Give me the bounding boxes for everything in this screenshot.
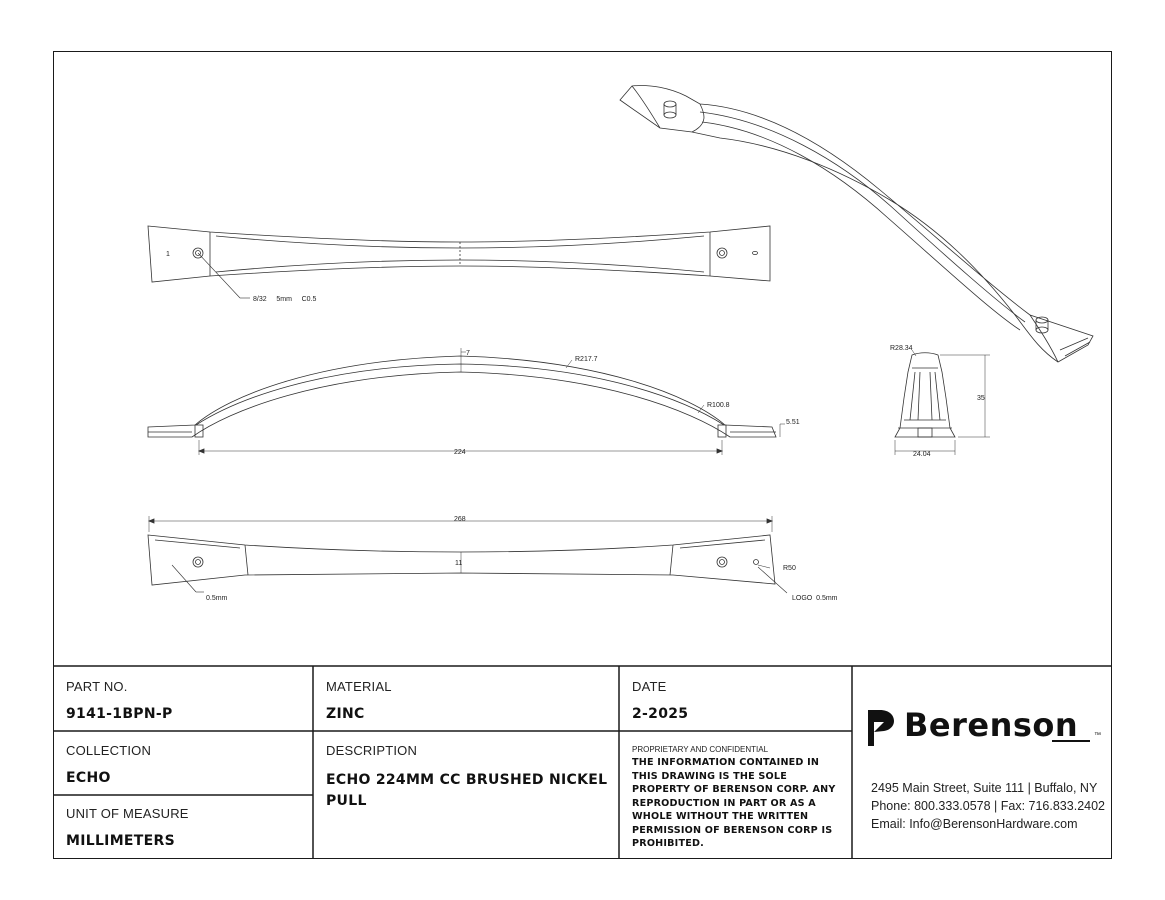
callout-logo: LOGO 0.5mm [792, 595, 838, 602]
berenson-mark-icon [868, 710, 894, 746]
dim-overall-length: 268 [454, 516, 466, 523]
email-line: Email: Info@BerensonHardware.com [871, 817, 1078, 831]
address-line: 2495 Main Street, Suite 111 | Buffalo, N… [871, 781, 1098, 795]
bottom-view [147, 516, 788, 594]
dim-base-width: 24.04 [913, 451, 931, 458]
dim-height: 35 [977, 395, 985, 402]
collection-cell: COLLECTION ECHO [66, 743, 151, 786]
material-label: MATERIAL [326, 679, 392, 694]
callout-left: 0.5mm [206, 595, 228, 602]
dim-radius-top: R28.34 [890, 345, 913, 352]
phone-line: Phone: 800.333.0578 | Fax: 716.833.2402 [871, 799, 1105, 813]
hole-callout: 8/32 5mm C0.5 [253, 296, 317, 303]
description-label: DESCRIPTION [326, 743, 418, 758]
material-cell: MATERIAL ZINC [326, 679, 392, 722]
brand-logo: Berenson ™ [866, 706, 1106, 750]
dim-end-height: 5.51 [786, 419, 800, 426]
unit-value: MILLIMETERS [66, 833, 175, 849]
collection-value: ECHO [66, 770, 111, 786]
part-mark: 1 [166, 251, 170, 258]
contact-info: 2495 Main Street, Suite 111 | Buffalo, N… [871, 779, 1107, 833]
date-value: 2-2025 [632, 706, 689, 722]
brand-underline [1052, 740, 1090, 742]
dim-center-to-center: 224 [454, 449, 466, 456]
end-view [894, 349, 990, 455]
part-no-label: PART NO. [66, 679, 128, 694]
dim-width: 11 [455, 560, 462, 567]
isometric-view [619, 85, 1094, 363]
top-view [147, 225, 771, 299]
title-block-grid [53, 665, 1112, 859]
dim-radius-inner: R100.8 [707, 402, 730, 409]
date-label: DATE [632, 679, 667, 694]
part-no-cell: PART NO. 9141-1BPN-P [66, 679, 173, 722]
brand-name: Berenson [904, 706, 1079, 744]
unit-label: UNIT OF MEASURE [66, 806, 189, 821]
collection-label: COLLECTION [66, 743, 152, 758]
description-cell: DESCRIPTION ECHO 224MM CC BRUSHED NICKEL… [326, 743, 611, 812]
description-value: ECHO 224MM CC BRUSHED NICKEL PULL [326, 772, 608, 809]
side-view [147, 348, 785, 455]
dim-radius-end: R50 [783, 565, 796, 572]
date-cell: DATE 2-2025 [632, 679, 688, 722]
dim-thickness: 7 [466, 350, 470, 357]
unit-cell: UNIT OF MEASURE MILLIMETERS [66, 806, 189, 849]
dim-radius-outer: R217.7 [575, 356, 598, 363]
trademark-symbol: ™ [1094, 732, 1101, 739]
part-no-value: 9141-1BPN-P [66, 706, 173, 722]
legal-heading: PROPRIETARY AND CONFIDENTIAL [632, 745, 769, 754]
legal-cell: PROPRIETARY AND CONFIDENTIAL THE INFORMA… [632, 745, 844, 851]
material-value: ZINC [326, 706, 365, 722]
legal-notice: THE INFORMATION CONTAINED IN THIS DRAWIN… [632, 757, 836, 849]
drawing-sheet-border [53, 51, 1112, 859]
